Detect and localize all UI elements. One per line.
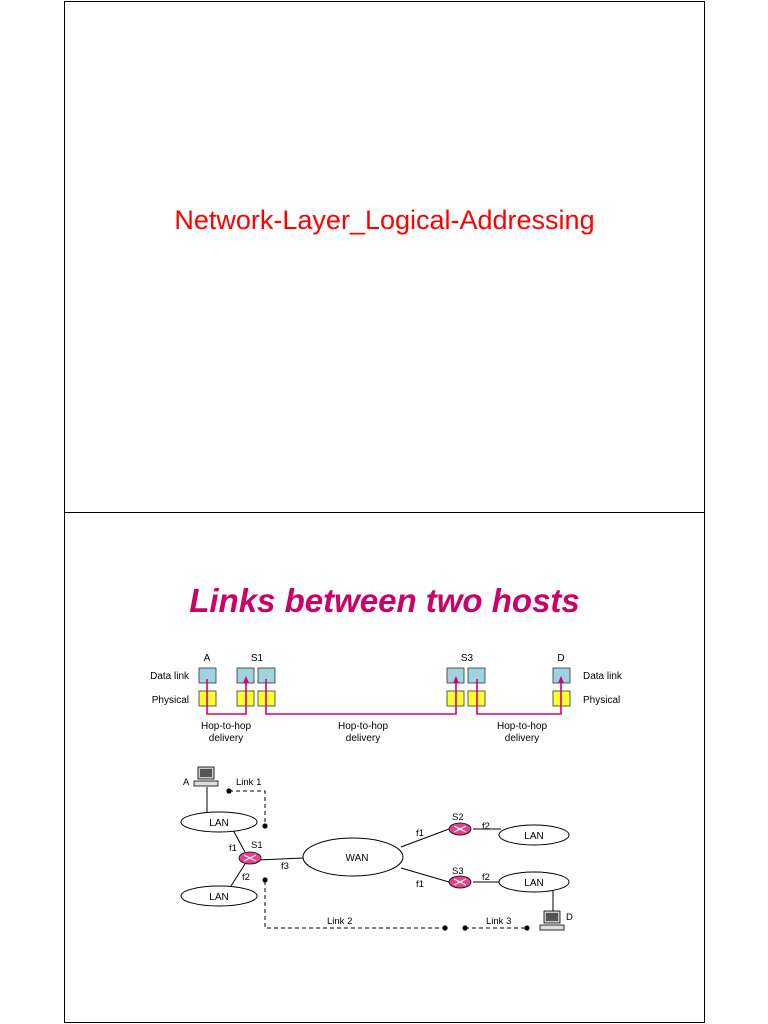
node-label-d: D bbox=[557, 653, 564, 664]
delivery-label-2-line2: delivery bbox=[346, 733, 380, 744]
s3-f1-label: f1 bbox=[416, 879, 424, 890]
s3-label: S3 bbox=[452, 866, 464, 877]
host-a-label: A bbox=[183, 777, 190, 788]
node-label-s1: S1 bbox=[251, 653, 264, 664]
hop-path-2 bbox=[265, 679, 457, 715]
arrowhead-s1 bbox=[243, 676, 249, 683]
hop-path-1 bbox=[206, 679, 247, 715]
s2-f1-label: f1 bbox=[416, 828, 424, 839]
host-d-label: D bbox=[566, 912, 573, 923]
arrowhead-d bbox=[558, 676, 564, 683]
lan-a-label: LAN bbox=[209, 818, 228, 829]
lan-s2 bbox=[498, 824, 570, 846]
lan-s3-label: LAN bbox=[524, 878, 543, 889]
router-s1-icon bbox=[238, 851, 262, 865]
s1-label: S1 bbox=[251, 840, 263, 851]
slide-2: Links between two hosts A S1 S3 D Data l… bbox=[64, 512, 705, 1023]
link2-label: Link 2 bbox=[327, 916, 352, 927]
s1-f2-label: f2 bbox=[242, 872, 250, 883]
delivery-label-1-line1: Hop-to-hop bbox=[201, 721, 251, 732]
network-topology: LAN LAN LAN LAN WAN bbox=[180, 766, 573, 931]
computer-d-icon bbox=[539, 910, 565, 931]
lan-s1-label: LAN bbox=[209, 892, 228, 903]
lan-s2-label: LAN bbox=[524, 831, 543, 842]
link1-label: Link 1 bbox=[236, 777, 261, 788]
s1-f1-label: f1 bbox=[229, 843, 237, 854]
link3-label: Link 3 bbox=[486, 916, 511, 927]
wan-label: WAN bbox=[346, 853, 369, 864]
hop-path-3 bbox=[476, 679, 562, 715]
computer-a-icon bbox=[193, 766, 219, 787]
delivery-arrowheads bbox=[243, 676, 564, 683]
delivery-paths bbox=[206, 679, 562, 715]
s3-f2-label: f2 bbox=[482, 872, 490, 883]
lan-s3 bbox=[498, 871, 570, 893]
router-s3-icon bbox=[448, 875, 472, 889]
arrowhead-s3 bbox=[453, 676, 459, 683]
lan-s1 bbox=[180, 885, 258, 907]
physical-label-left: Physical bbox=[152, 695, 189, 706]
wan bbox=[302, 837, 404, 877]
slide-1-title: Network-Layer_Logical-Addressing bbox=[174, 205, 595, 235]
data-link-label-right: Data link bbox=[583, 671, 623, 682]
physical-label-right: Physical bbox=[583, 695, 620, 706]
delivery-label-1-line2: delivery bbox=[209, 733, 243, 744]
node-label-s3: S3 bbox=[461, 653, 474, 664]
layer-diagram: A S1 S3 D Data link Physical Data link P… bbox=[150, 653, 623, 744]
slide-2-title: Links between two hosts bbox=[189, 582, 580, 619]
links-diagram: A S1 S3 D Data link Physical Data link P… bbox=[150, 653, 623, 931]
lan-a bbox=[180, 811, 258, 833]
router-s2-icon bbox=[448, 822, 472, 836]
data-link-label-left: Data link bbox=[150, 671, 190, 682]
delivery-label-3-line2: delivery bbox=[505, 733, 539, 744]
delivery-label-2-line1: Hop-to-hop bbox=[338, 721, 388, 732]
s1-f3-label: f3 bbox=[281, 861, 289, 872]
s2-label: S2 bbox=[452, 812, 464, 823]
slide-1: Network-Layer_Logical-Addressing bbox=[64, 1, 705, 513]
delivery-label-3-line1: Hop-to-hop bbox=[497, 721, 547, 732]
s2-f2-label: f2 bbox=[482, 821, 490, 832]
node-label-a: A bbox=[204, 653, 211, 664]
